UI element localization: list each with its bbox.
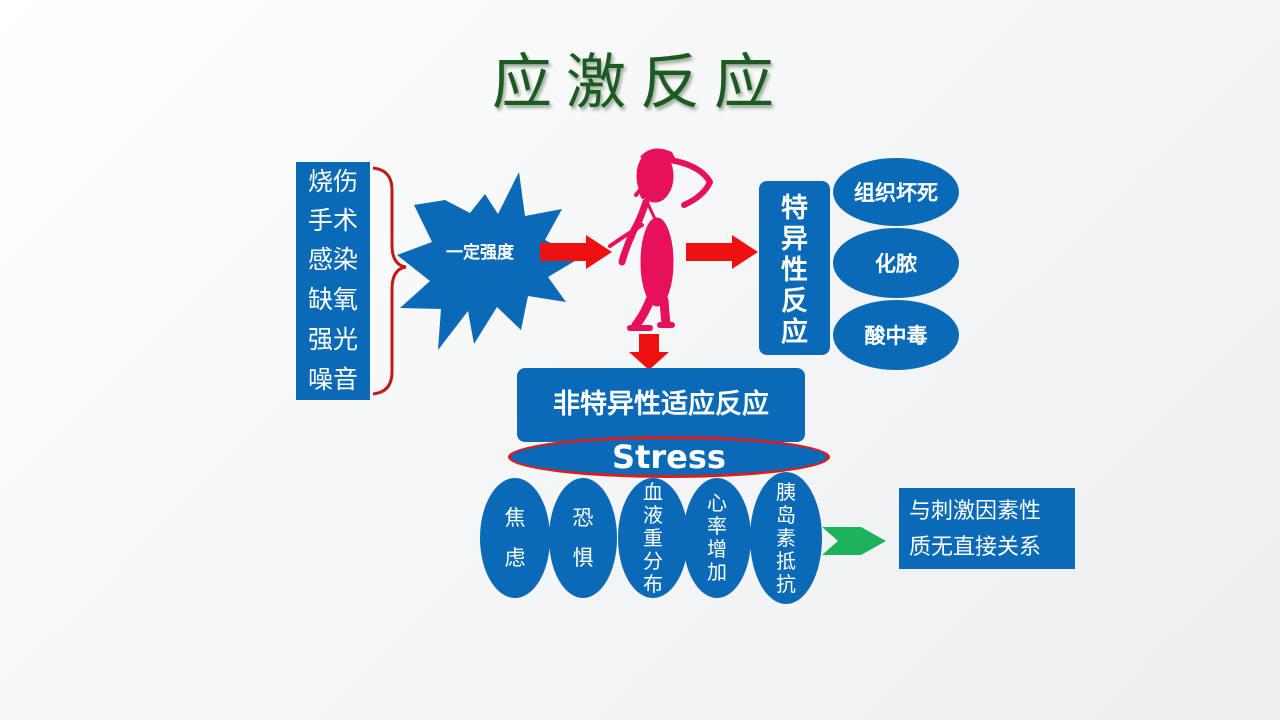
note-box: 与刺激因素性 质无直接关系 [899, 488, 1075, 569]
arrow-right-2 [686, 235, 758, 269]
stimulus-bright-light: 强光 [296, 320, 370, 360]
arrow-chevron-green [822, 527, 886, 555]
nonspecific-reaction-box: 非特异性适应反应 [517, 368, 805, 442]
specific-reaction-box: 特异性反应 [759, 181, 830, 355]
note-line-2: 质无直接关系 [909, 535, 1042, 560]
specific-item-acidosis: 酸中毒 [833, 300, 959, 370]
stimulus-hypoxia: 缺氧 [296, 280, 370, 320]
effect-insulin-resistance: 胰岛素抵抗 [750, 472, 822, 604]
specific-reaction-title: 特异性反应 [781, 193, 808, 348]
curly-brace [372, 166, 407, 396]
stimulus-burn: 烧伤 [296, 162, 370, 202]
stimulus-infection: 感染 [296, 240, 370, 280]
note-line-1: 与刺激因素性 [909, 499, 1042, 524]
intensity-starburst [397, 172, 580, 350]
effect-anxiety: 焦虑 [480, 478, 550, 598]
stimulus-noise: 噪音 [296, 360, 370, 400]
effect-fear: 恐惧 [549, 478, 617, 598]
effect-heart-rate-increase: 心率增加 [683, 478, 751, 598]
intensity-label: 一定强度 [446, 243, 514, 263]
stress-label: Stress [508, 436, 830, 478]
confused-person-figure [608, 148, 713, 331]
effect-blood-redistribution: 血液重分布 [618, 478, 688, 598]
specific-item-necrosis: 组织坏死 [833, 158, 959, 226]
arrow-down [629, 334, 669, 370]
page-title: 应激反应 [492, 48, 788, 118]
specific-item-suppuration: 化脓 [833, 228, 959, 298]
arrow-right-1 [540, 235, 612, 269]
stimulus-surgery: 手术 [296, 201, 370, 241]
